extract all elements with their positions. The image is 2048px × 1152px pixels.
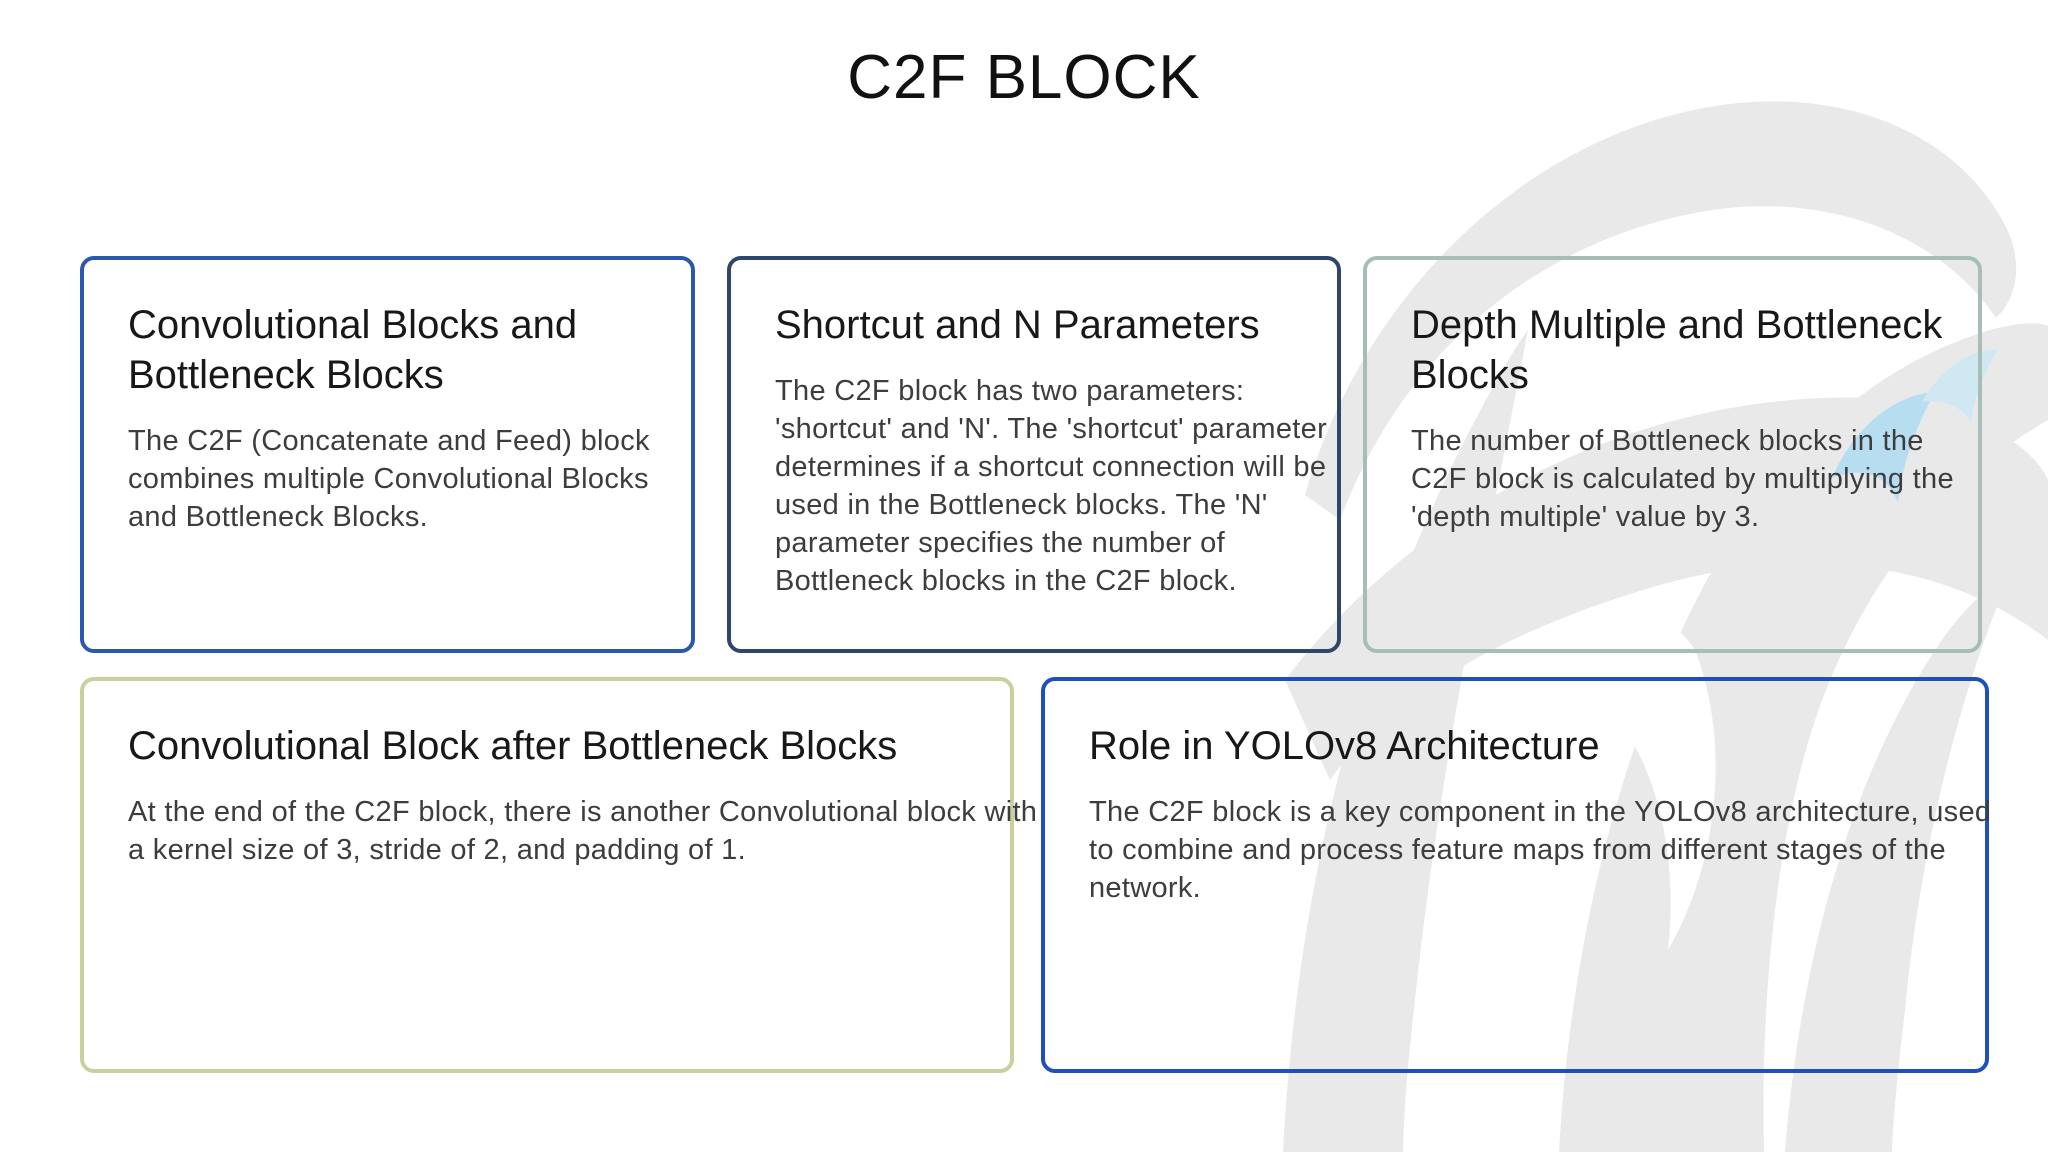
- card-role-in-yolov8-architecture: Role in YOLOv8 Architecture The C2F bloc…: [1041, 677, 1992, 1073]
- card-body: The C2F block has two parameters: 'short…: [775, 375, 1328, 597]
- card-title: Shortcut and N Parameters: [775, 303, 1260, 347]
- page-title: C2F BLOCK: [847, 43, 1201, 112]
- watermark-center-blade: [1559, 323, 2048, 1152]
- watermark-leaf-cutout: [1590, 620, 1716, 950]
- card-body: The number of Bottleneck blocks in the C…: [1411, 425, 1954, 533]
- card-shortcut-and-n-parameters: Shortcut and N Parameters The C2F block …: [727, 256, 1341, 653]
- watermark-top-wing: [1305, 101, 2017, 520]
- bird-icon: [1832, 392, 1935, 502]
- card-convolutional-and-bottleneck-blocks: Convolutional Blocks and Bottleneck Bloc…: [80, 256, 695, 653]
- card-title: Role in YOLOv8 Architecture: [1089, 724, 1600, 768]
- card-title: Convolutional Block after Bottleneck Blo…: [128, 724, 898, 768]
- card-body: At the end of the C2F block, there is an…: [128, 796, 1038, 866]
- card-body: The C2F (Concatenate and Feed) block com…: [128, 425, 650, 533]
- watermark-left-blade: [1283, 330, 1528, 1152]
- card-depth-multiple-and-bottleneck-blocks: Depth Multiple and Bottleneck Blocks The…: [1363, 256, 1982, 653]
- card-convolutional-block-after-bottleneck-blocks: Convolutional Block after Bottleneck Blo…: [80, 677, 1037, 1073]
- card-title: Depth Multiple and Bottleneck Blocks: [1411, 303, 1943, 397]
- card-title: Convolutional Blocks and Bottleneck Bloc…: [128, 303, 578, 397]
- watermark-right-blade: [1785, 575, 2010, 1152]
- card-body: The C2F block is a key component in the …: [1089, 796, 1992, 904]
